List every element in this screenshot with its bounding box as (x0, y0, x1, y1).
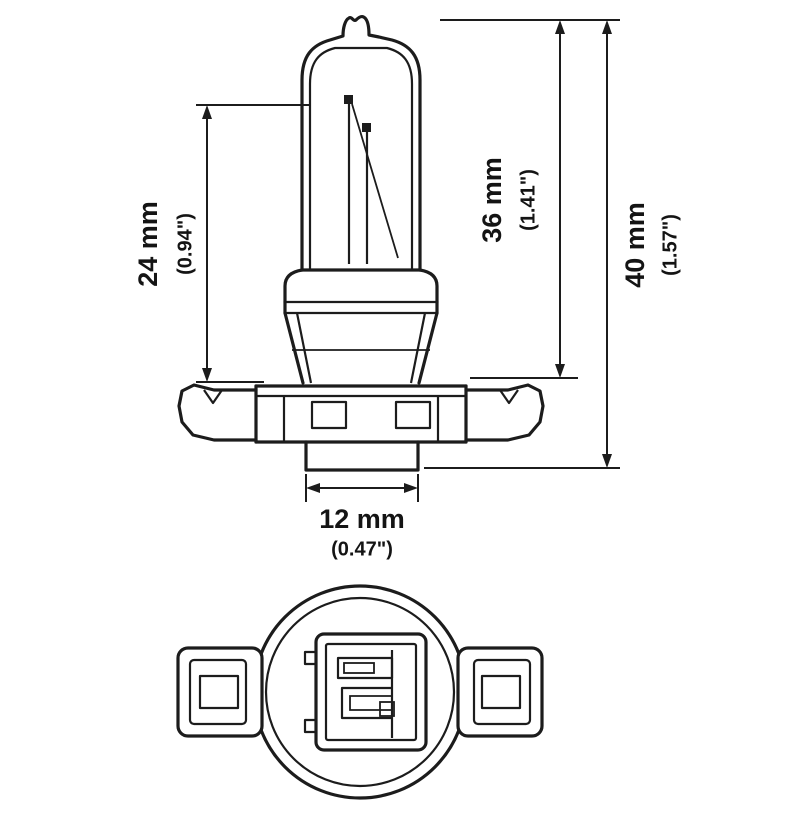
tab-inner (480, 674, 522, 710)
dimension-overall-height: 40 mm (1.57") (424, 20, 681, 469)
arrowhead-up-icon (602, 20, 612, 34)
dim-36mm-inch-label: (1.41") (517, 169, 539, 231)
arrowhead-right-icon (404, 483, 418, 493)
terminal-clip-inner (349, 695, 392, 711)
tab-outer (176, 646, 264, 738)
terminal-clip-outer (340, 686, 392, 720)
glass-outer-wall (300, 14, 422, 272)
dim-24mm-label: 24 mm (133, 201, 163, 287)
dim-40mm-label: 40 mm (620, 202, 650, 288)
collar-left-edge (283, 268, 304, 304)
flange-inner-circle (264, 596, 456, 788)
tab-inner (198, 674, 240, 710)
dimension-base-width: 12 mm (0.47") (305, 474, 419, 560)
housing-inner (324, 642, 418, 742)
dim-12mm-label: 12 mm (319, 504, 405, 534)
filament-coil-wire (351, 103, 399, 259)
dimension-glass-height: 24 mm (0.94") (133, 104, 310, 383)
taper-left-rib (295, 312, 313, 384)
housing-outer (314, 632, 428, 752)
terminal-top-slot (343, 662, 375, 674)
locking-tab-left (176, 646, 264, 738)
arrowhead-down-icon (555, 364, 565, 378)
tapered-section (283, 311, 439, 385)
tab-outer (456, 646, 544, 738)
flange-window-left (310, 400, 348, 430)
taper-left-outer (283, 311, 305, 385)
arrowhead-left-icon (306, 483, 320, 493)
filament-tip-right (362, 123, 371, 132)
arrowhead-up-icon (202, 105, 212, 119)
wing-left (177, 383, 258, 442)
base-cylinder (304, 440, 420, 472)
glass-envelope (300, 14, 422, 272)
tab-mid (188, 658, 248, 726)
terminal-pin-square (379, 701, 395, 717)
filament-assembly (344, 95, 399, 264)
glass-inner-wall (308, 46, 414, 270)
wing-right (464, 383, 545, 442)
taper-right-outer (417, 311, 439, 385)
dim-36mm-label: 36 mm (477, 157, 507, 243)
base-collar (283, 268, 439, 315)
dim-24mm-inch-label: (0.94") (174, 213, 196, 275)
arrowhead-down-icon (602, 454, 612, 468)
terminal-top-block (336, 656, 394, 680)
arrowhead-up-icon (555, 20, 565, 34)
flange-window-right (394, 400, 432, 430)
connector-housing (303, 632, 428, 752)
locking-tab-right (456, 646, 544, 738)
tab-mid (472, 658, 532, 726)
filament-tip-left (344, 95, 353, 104)
bottom-view (176, 584, 544, 800)
housing-notch-top (303, 650, 318, 666)
flange-assembly (177, 383, 545, 444)
dim-12mm-inch-label: (0.47") (331, 538, 393, 560)
dimension-bulb-height: 36 mm (1.41") (440, 19, 620, 379)
taper-right-rib (409, 312, 427, 384)
wing-left-notch (203, 389, 223, 405)
dim-40mm-inch-label: (1.57") (659, 214, 681, 276)
arrowhead-down-icon (202, 368, 212, 382)
wing-right-notch (499, 389, 519, 405)
side-view (177, 14, 545, 472)
collar-right-edge (418, 268, 439, 304)
housing-notch-bottom (303, 718, 318, 734)
